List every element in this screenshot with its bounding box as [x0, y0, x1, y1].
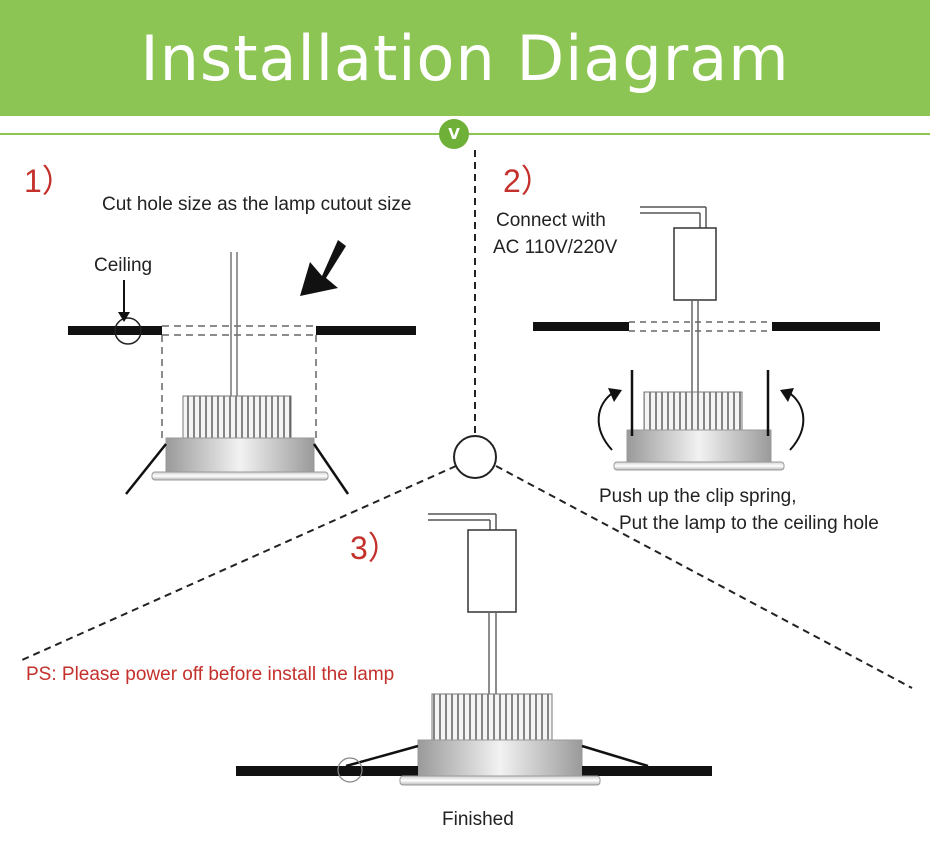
driver-box — [467, 529, 517, 613]
page-title: Installation Diagram — [140, 21, 790, 95]
ceiling-slab-left — [533, 322, 629, 331]
push-label-line2: Put the lamp to the ceiling hole — [619, 513, 879, 534]
lamp-heatsink — [182, 395, 292, 441]
step3-drawing — [236, 513, 712, 786]
lamp-heatsink — [643, 391, 743, 433]
step2-number: 2） — [503, 163, 553, 199]
connect-label-line2: AC 110V/220V — [493, 237, 618, 258]
connect-label-line1: Connect with — [496, 210, 606, 231]
ceiling-slab-left — [236, 766, 418, 776]
driver-box — [673, 227, 717, 301]
ceiling-slab-right — [582, 766, 712, 776]
lamp-rim — [399, 775, 601, 786]
v-badge: V — [439, 119, 469, 149]
lamp-body — [417, 739, 583, 781]
lamp-heatsink — [431, 693, 553, 743]
ceiling-marker — [114, 317, 142, 345]
ceiling-label: Ceiling — [94, 255, 153, 276]
header-banner: Installation Diagram — [0, 0, 930, 116]
step1-number: 1） — [24, 163, 74, 199]
ceiling-slab-right — [316, 326, 416, 335]
step3-number: 3） — [350, 530, 400, 566]
step2-drawing — [533, 206, 880, 471]
cut-arrow — [300, 240, 346, 296]
section-separators — [21, 150, 913, 689]
power-off-warning: PS: Please power off before install the … — [26, 664, 395, 685]
center-circle — [453, 435, 497, 479]
lamp-body — [626, 429, 772, 465]
lamp-rim — [613, 461, 785, 471]
push-label-line1: Push up the clip spring, — [599, 486, 797, 507]
lamp-rim — [151, 471, 329, 481]
lamp-body — [165, 437, 315, 475]
step1-instruction: Cut hole size as the lamp cutout size — [102, 194, 412, 215]
finished-label: Finished — [442, 809, 514, 830]
ceiling-slab-right — [772, 322, 880, 331]
step1-drawing — [68, 240, 416, 495]
